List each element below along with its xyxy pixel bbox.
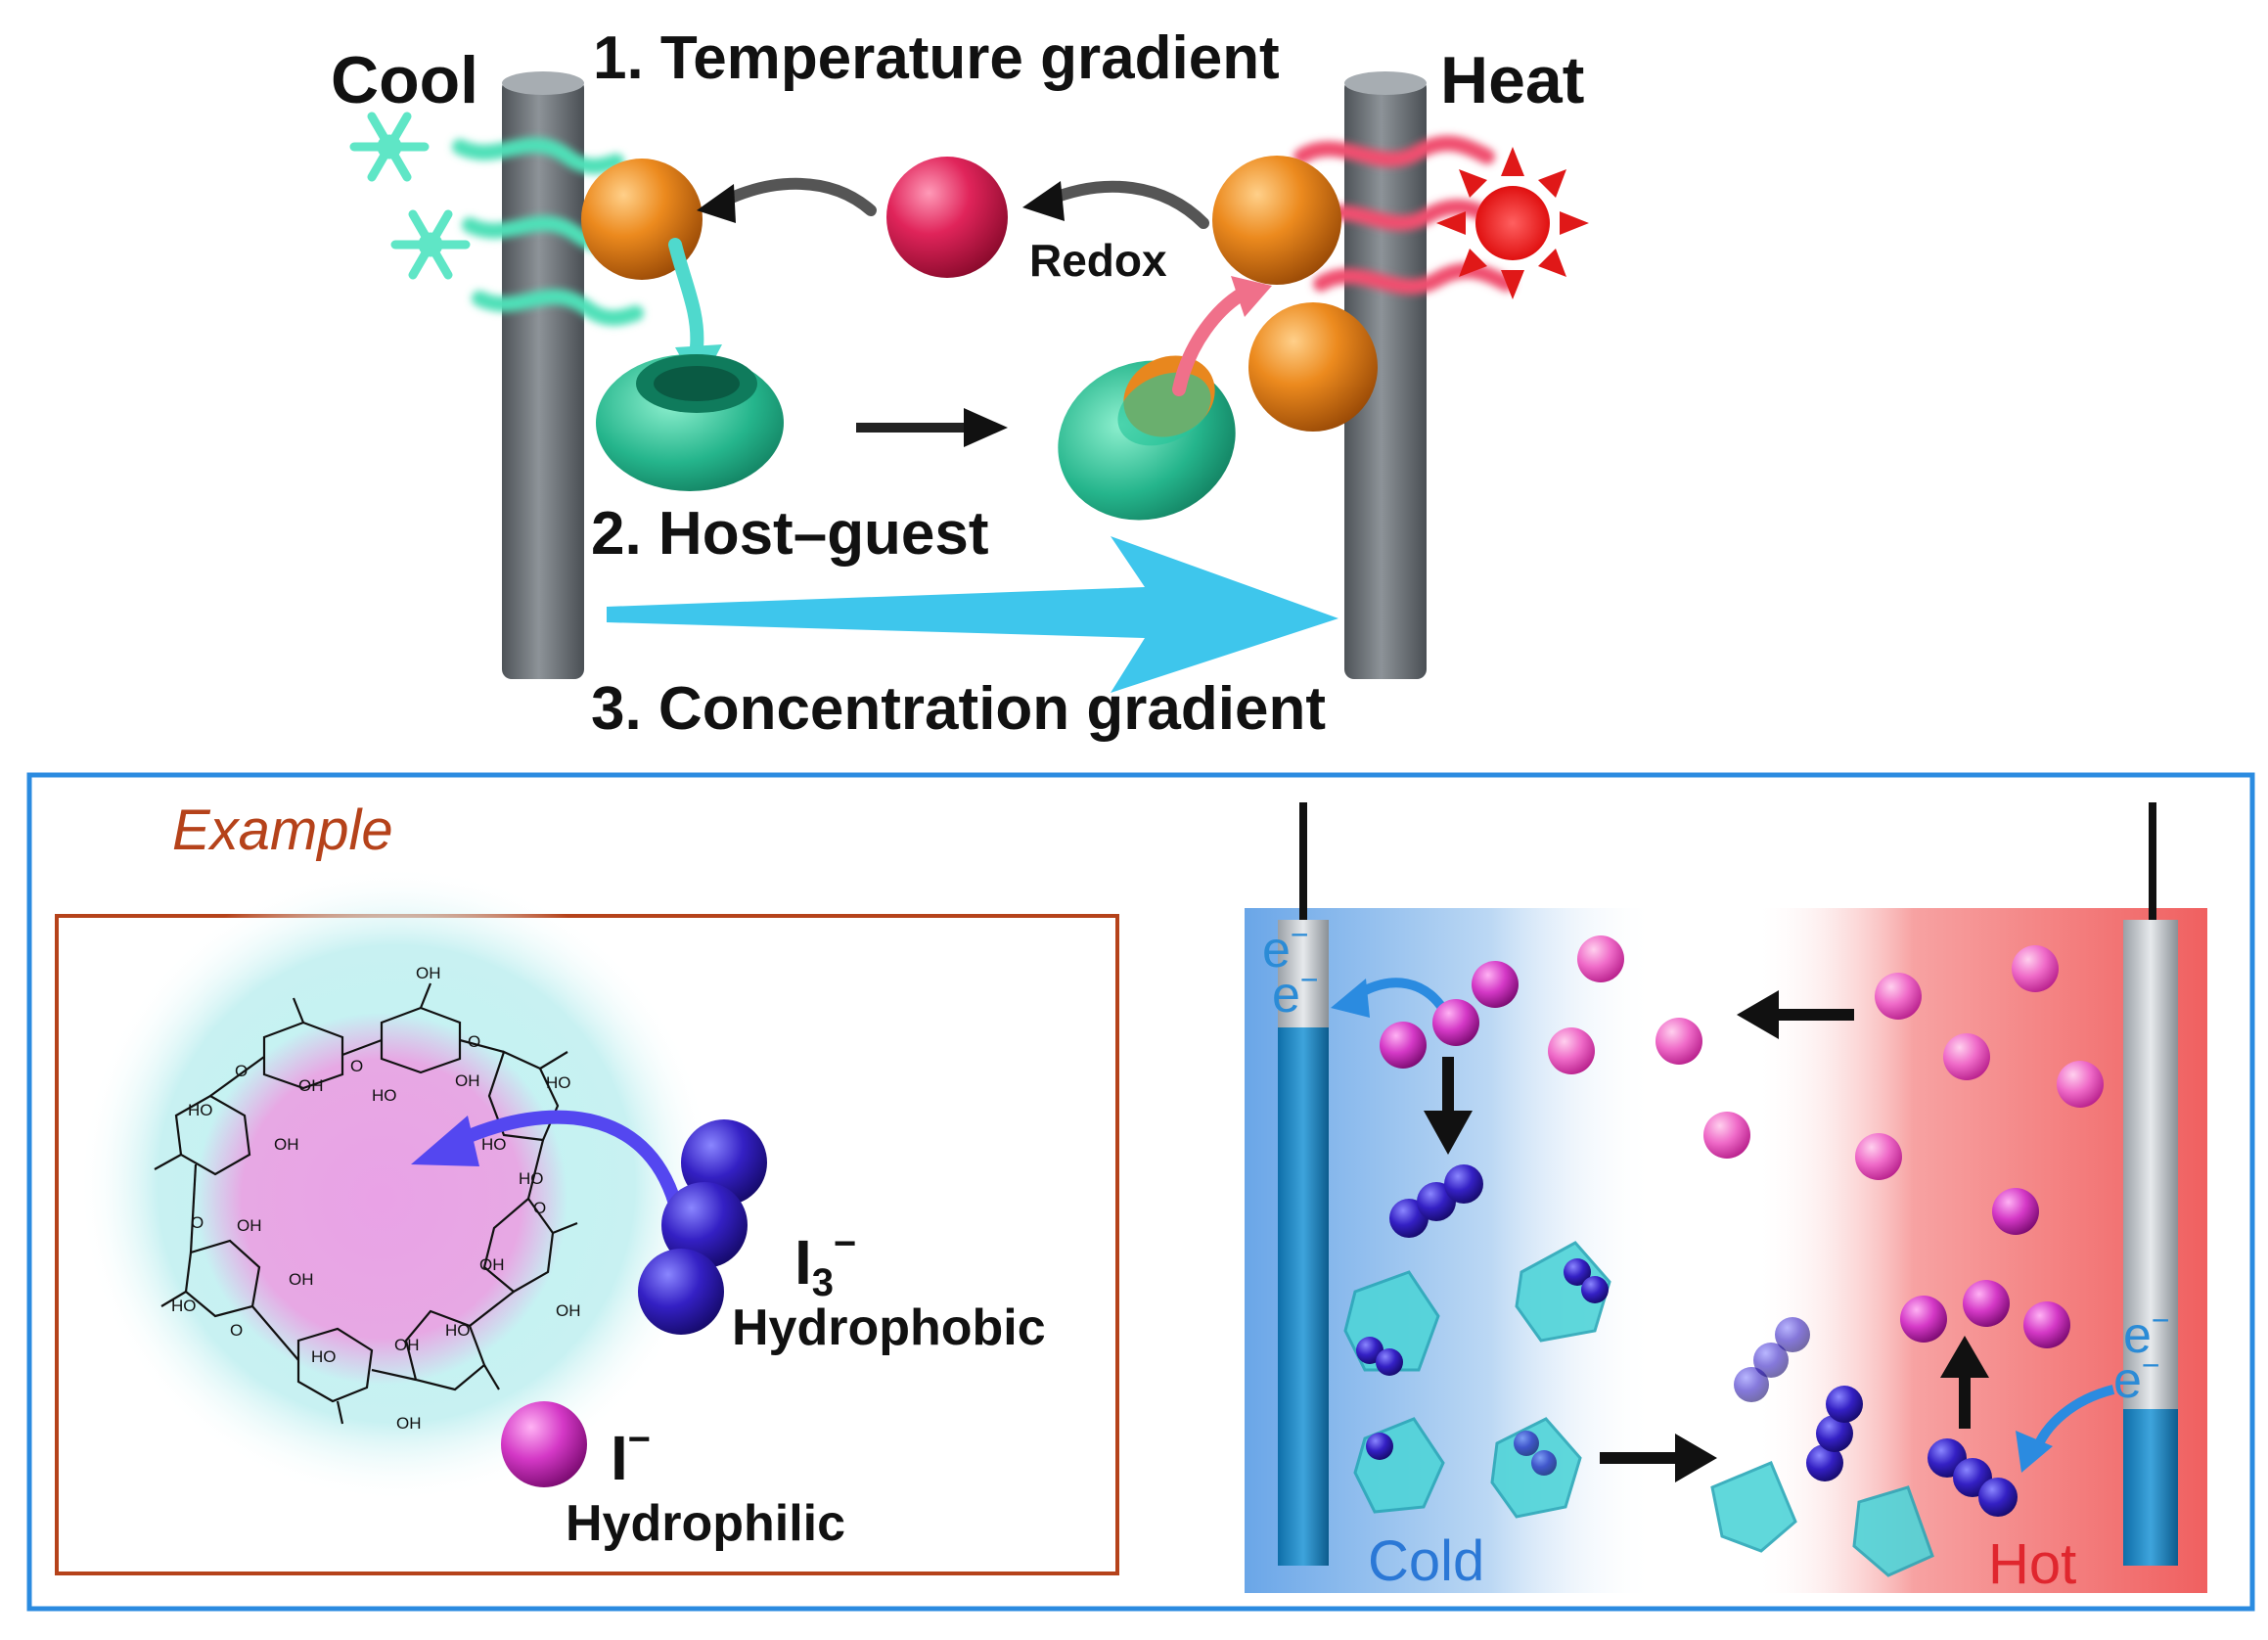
triiodide-label: I3− Hydrophobic [732, 1222, 1046, 1356]
guest-release-arrow [1172, 276, 1272, 396]
example-panel: Example [26, 772, 2255, 1612]
cyclodextrin-structure [154, 982, 578, 1425]
o-label: O [235, 1062, 248, 1080]
ho-label: HO [188, 1101, 213, 1119]
hot-electrode-bottom [2123, 920, 2178, 1566]
electron-sup: − [1300, 962, 1319, 997]
iminus-sup: − [628, 1418, 651, 1461]
heat-waves [1293, 135, 1515, 295]
example-title: Example [172, 798, 393, 862]
ho-label: HO [445, 1321, 471, 1340]
hot-electrons: e− e− [2113, 1302, 2170, 1409]
ho-label: HO [519, 1169, 544, 1188]
oxidized-ion-hot-1 [1212, 156, 1341, 285]
snowflake-icon [349, 112, 471, 280]
ho-label: HO [546, 1073, 571, 1092]
electron-e: e [2123, 1307, 2152, 1364]
ho-label: HO [481, 1135, 507, 1154]
electron-sup: − [1291, 917, 1309, 952]
o-label: O [230, 1321, 243, 1340]
svg-text:e−: e− [1272, 962, 1319, 1024]
svg-text:e−: e− [2113, 1347, 2160, 1409]
cyclodextrin-labels: OH HO OH OH HO HO OH HO HO OH OH OH OH H… [171, 964, 581, 1433]
oh-label: OH [237, 1216, 262, 1235]
empty-host-cup [596, 354, 784, 491]
reduced-ion [886, 157, 1008, 278]
i3-base: I [794, 1227, 812, 1298]
step1-label: 1. Temperature gradient [593, 24, 1280, 92]
top-scheme: Cool Heat 1. Temperature gradient 2. Hos… [331, 24, 1589, 743]
redox-label: Redox [1029, 235, 1167, 286]
inclusion-arrow [411, 1110, 682, 1210]
triiodide-chains [1389, 1164, 2018, 1517]
ho-label: HO [171, 1297, 197, 1315]
oh-label: OH [455, 1071, 480, 1090]
cool-label: Cool [331, 43, 478, 117]
oh-label: OH [479, 1255, 505, 1274]
hot-label: Hot [1988, 1532, 2076, 1596]
hydrophilic-label: Hydrophilic [566, 1495, 845, 1552]
oh-label: OH [396, 1414, 422, 1433]
svg-text:e−: e− [1262, 917, 1309, 979]
oh-label: OH [289, 1270, 314, 1289]
cold-electrode-bottom [1278, 920, 1329, 1566]
i3-sup: − [834, 1222, 856, 1265]
filled-host-cup [1058, 355, 1236, 521]
iodide-label: I− Hydrophilic [566, 1418, 845, 1552]
cold-electrons: e− e− [1262, 917, 1319, 1024]
iminus-base: I [611, 1423, 628, 1493]
oh-label: OH [556, 1301, 581, 1320]
i3-sub: 3 [812, 1261, 834, 1304]
flow-arrows-right [1424, 990, 1989, 1482]
hydrophobic-label: Hydrophobic [732, 1299, 1046, 1356]
cyclodextrin-box [55, 914, 1119, 1575]
oh-label: OH [394, 1336, 420, 1354]
o-label: O [533, 1199, 546, 1217]
oxidized-ion-hot-2 [1248, 302, 1378, 432]
captured-triiodide [1356, 1258, 1609, 1476]
redox-flow-arrows [697, 177, 1209, 229]
electron-arrow-hot-head [2016, 1431, 2053, 1473]
electron-e: e [1272, 967, 1300, 1024]
iodide-ions-hot [1855, 945, 2104, 1348]
svg-text:I−: I− [611, 1418, 651, 1493]
thermocell-illustration: e− e− e− e− [1245, 802, 2207, 1596]
oh-label: OH [274, 1135, 299, 1154]
step3-label: 3. Concentration gradient [591, 675, 1326, 743]
oh-label: OH [298, 1076, 324, 1095]
sun-icon [1436, 147, 1589, 299]
o-label: O [468, 1032, 480, 1051]
hydrophobic-cavity [196, 1013, 567, 1385]
iodide-ion [501, 1401, 587, 1487]
oh-label: OH [416, 964, 441, 982]
iodide-ions-cold [1380, 935, 1750, 1159]
electron-sup: − [2152, 1302, 2170, 1338]
electron-sup: − [2142, 1347, 2160, 1383]
electron-arrow-cold-head [1331, 979, 1370, 1018]
ho-label: HO [372, 1086, 397, 1105]
step2-label: 2. Host–guest [591, 500, 989, 568]
concentration-gradient-arrow [607, 536, 1338, 693]
electron-e: e [2113, 1352, 2142, 1409]
svg-text:I3−: I3− [794, 1222, 856, 1304]
o-label: O [350, 1057, 363, 1075]
triiodide-molecule [638, 1119, 767, 1335]
heat-label: Heat [1440, 43, 1584, 117]
host-transfer-arrow [856, 408, 1008, 447]
svg-text:e−: e− [2123, 1302, 2170, 1364]
ho-label: HO [311, 1347, 337, 1366]
cold-label: Cold [1368, 1529, 1484, 1593]
electron-e: e [1262, 922, 1291, 979]
o-label: O [191, 1213, 204, 1232]
